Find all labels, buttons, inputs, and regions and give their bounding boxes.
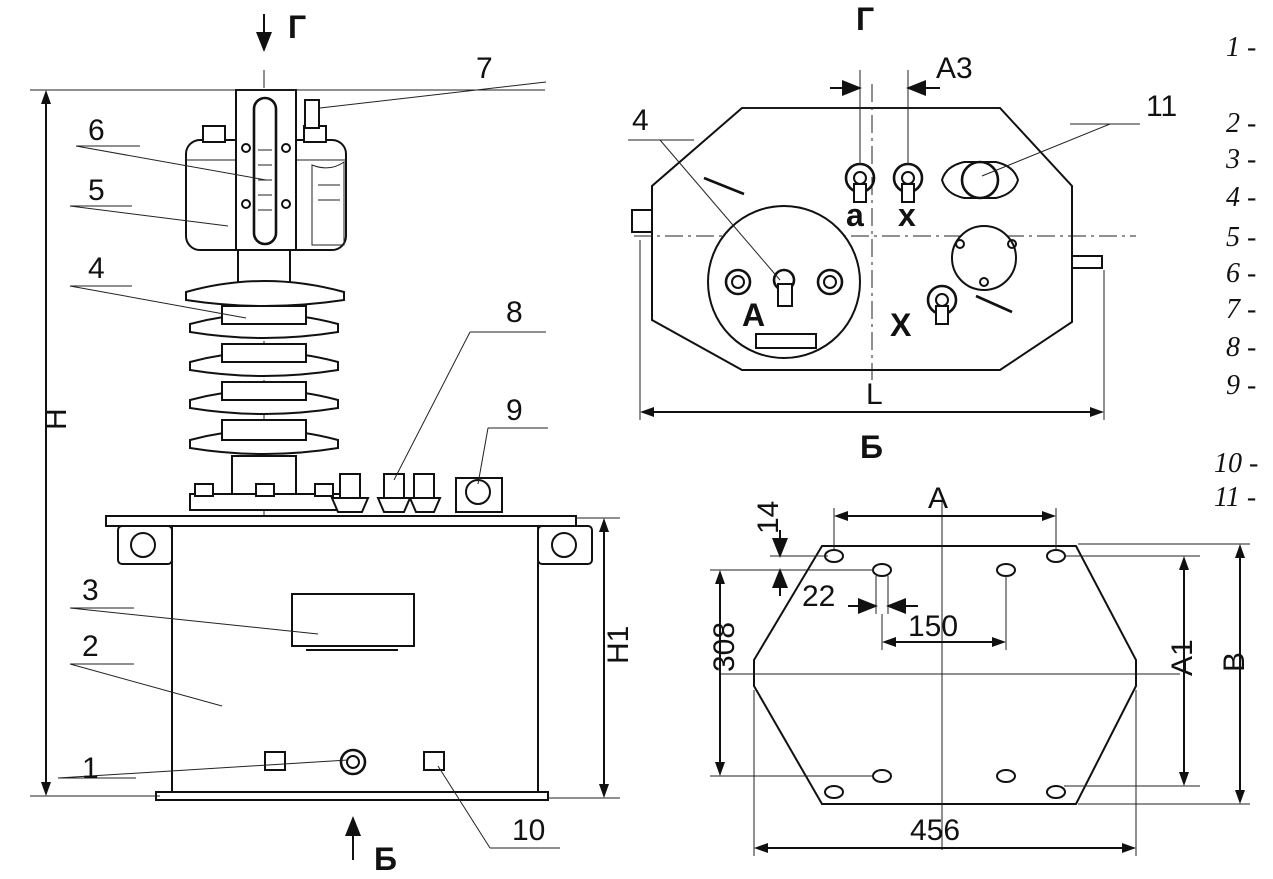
dim-h1-label: Н1 bbox=[602, 626, 635, 664]
callout-6: 6 bbox=[88, 114, 105, 147]
lv-bushing bbox=[330, 497, 370, 513]
callout-10: 10 bbox=[512, 814, 545, 847]
dim-b-label: В bbox=[1218, 652, 1251, 672]
top-view-title: Г bbox=[856, 1, 874, 37]
terminal-x-label: х bbox=[898, 197, 916, 233]
legend-item-5: 5 - bbox=[1226, 222, 1256, 253]
tank-body bbox=[171, 525, 539, 795]
base-outline bbox=[753, 545, 1137, 805]
callout-3: 3 bbox=[82, 574, 99, 607]
dim-150-label: 150 bbox=[908, 610, 958, 643]
dim-456-label: 456 bbox=[910, 814, 960, 847]
terminal-A-label: А bbox=[742, 297, 765, 333]
legend-item-2: 2 - bbox=[1226, 108, 1256, 139]
legend-item-1: 1 - bbox=[1226, 32, 1256, 63]
lv-bushing bbox=[408, 497, 442, 513]
callout-7: 7 bbox=[476, 52, 493, 85]
insulator-shed bbox=[185, 280, 345, 307]
dim-a3-label: А3 bbox=[936, 52, 973, 85]
top-view-label-bottom: Б bbox=[860, 429, 883, 465]
tank-base bbox=[155, 791, 549, 801]
terminal-X-label: Х bbox=[890, 307, 912, 343]
drain-valve bbox=[339, 748, 367, 776]
callout-2: 2 bbox=[82, 630, 99, 663]
dim-h-label: Н bbox=[40, 408, 73, 430]
dim-14-label: 14 bbox=[752, 501, 785, 534]
top-callout-4: 4 bbox=[632, 104, 649, 137]
top-view: Г а х А Х bbox=[628, 1, 1177, 465]
ground-bolt bbox=[423, 751, 445, 771]
oil-gauge bbox=[235, 89, 297, 251]
dim-l-label: L bbox=[866, 378, 883, 411]
dim-a1-label: А1 bbox=[1166, 639, 1199, 676]
view-label-bottom: Б bbox=[374, 841, 397, 877]
legend-item-4: 4 - bbox=[1226, 182, 1256, 213]
callout-9: 9 bbox=[506, 394, 523, 427]
nameplate bbox=[291, 593, 415, 647]
ground-bolt bbox=[264, 751, 286, 771]
callout-1: 1 bbox=[82, 752, 99, 785]
legend-item-9: 9 - bbox=[1226, 370, 1256, 401]
callout-8: 8 bbox=[506, 296, 523, 329]
tank-cover bbox=[105, 515, 577, 527]
expander-bolt bbox=[202, 125, 226, 143]
front-view: Г bbox=[30, 9, 635, 877]
view-label-top: Г bbox=[288, 9, 306, 45]
top-callout-11: 11 bbox=[1146, 90, 1177, 123]
legend-item-7: 7 - bbox=[1226, 294, 1256, 325]
legend-item-8: 8 - bbox=[1226, 332, 1256, 363]
callout-leaders bbox=[57, 81, 560, 849]
terminal-a-label: а bbox=[846, 197, 864, 233]
legend-item-10: 10 - bbox=[1214, 448, 1258, 479]
base-view: А 14 22 150 308 А1 В bbox=[708, 482, 1251, 856]
legend-item-11: 11 - bbox=[1214, 482, 1256, 513]
dim-308-label: 308 bbox=[708, 622, 741, 672]
callout-5: 5 bbox=[88, 174, 105, 207]
legend: 1 - 2 - 3 - 4 - 5 - 6 - 7 - 8 - 9 - 10 -… bbox=[1214, 32, 1258, 513]
dim-a-label: А bbox=[928, 482, 948, 515]
callout-4: 4 bbox=[88, 252, 105, 285]
legend-item-6: 6 - bbox=[1226, 258, 1256, 289]
dim-22-label: 22 bbox=[802, 580, 835, 613]
legend-item-3: 3 - bbox=[1225, 144, 1256, 175]
lv-bushing bbox=[376, 497, 412, 513]
breather-plug bbox=[304, 99, 320, 129]
hv-flange bbox=[707, 205, 861, 359]
